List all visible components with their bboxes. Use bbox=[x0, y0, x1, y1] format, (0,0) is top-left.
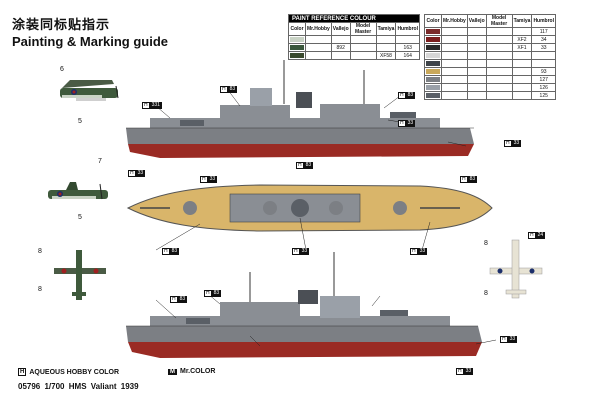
aircraft-3 bbox=[54, 250, 106, 300]
ship-side-view-bottom bbox=[126, 252, 482, 358]
legend-hobby: H AQUEOUS HOBBY COLOR bbox=[18, 368, 119, 376]
page-title-cn: 涂装同标贴指示 bbox=[12, 17, 111, 32]
color-swatch bbox=[290, 36, 304, 42]
color-swatch-cell bbox=[424, 91, 442, 100]
color-swatch bbox=[426, 44, 440, 50]
color-table-row: 117 bbox=[424, 27, 556, 36]
color-code-cell bbox=[349, 51, 377, 60]
ship-plan-view bbox=[126, 184, 493, 232]
color-swatch bbox=[426, 92, 440, 98]
color-swatch-cell bbox=[288, 51, 306, 60]
color-swatch bbox=[290, 44, 304, 50]
footer: 05796 1/700 HMS Valiant 1939 bbox=[18, 382, 139, 391]
aircraft-1 bbox=[60, 80, 119, 101]
color-table-row: 125 bbox=[424, 91, 556, 100]
color-swatch bbox=[426, 52, 440, 58]
legend-mr-label: Mr.COLOR bbox=[180, 368, 216, 375]
aircraft-2 bbox=[48, 182, 108, 200]
product-code: 05796 bbox=[18, 382, 41, 391]
legend-hobby-symbol: H bbox=[18, 368, 27, 376]
color-code-cell: 164 bbox=[395, 51, 420, 60]
color-code-cell: 125 bbox=[531, 91, 556, 100]
scale: 1/700 bbox=[44, 382, 65, 391]
color-swatch bbox=[426, 60, 440, 66]
color-swatch bbox=[426, 28, 440, 34]
aircraft-label: 7 bbox=[98, 158, 102, 165]
color-table-row: 126 bbox=[424, 83, 556, 92]
color-swatch bbox=[290, 52, 304, 58]
color-swatch bbox=[426, 68, 440, 74]
aircraft-label: 8 bbox=[38, 248, 42, 255]
color-code-cell bbox=[485, 91, 513, 100]
aircraft-label: 8 bbox=[484, 290, 488, 297]
color-table-row: 93 bbox=[424, 67, 556, 76]
aircraft-4 bbox=[489, 239, 543, 299]
legend-hobby-label: AQUEOUS HOBBY COLOR bbox=[29, 368, 120, 376]
aircraft-label: 8 bbox=[38, 286, 42, 293]
color-swatch bbox=[426, 36, 440, 42]
ship-side-view-top bbox=[126, 60, 474, 158]
aircraft-label: 5 bbox=[78, 118, 82, 125]
color-code-cell: XF58 bbox=[375, 51, 397, 60]
aircraft-label: 6 bbox=[60, 66, 64, 73]
color-swatch bbox=[426, 84, 440, 90]
model-name: HMS Valiant 1939 bbox=[68, 382, 139, 391]
color-code-cell bbox=[511, 91, 533, 100]
page-title-en: Painting & Marking guide bbox=[12, 34, 169, 49]
aircraft-label: 5 bbox=[78, 214, 82, 221]
color-swatch bbox=[426, 76, 440, 82]
aircraft-label: 8 bbox=[484, 240, 488, 247]
legend-mr-color: M Mr.COLOR bbox=[168, 368, 215, 375]
color-table-column-header: Tamiya bbox=[511, 14, 533, 28]
legend-mr-symbol: M bbox=[168, 368, 177, 375]
